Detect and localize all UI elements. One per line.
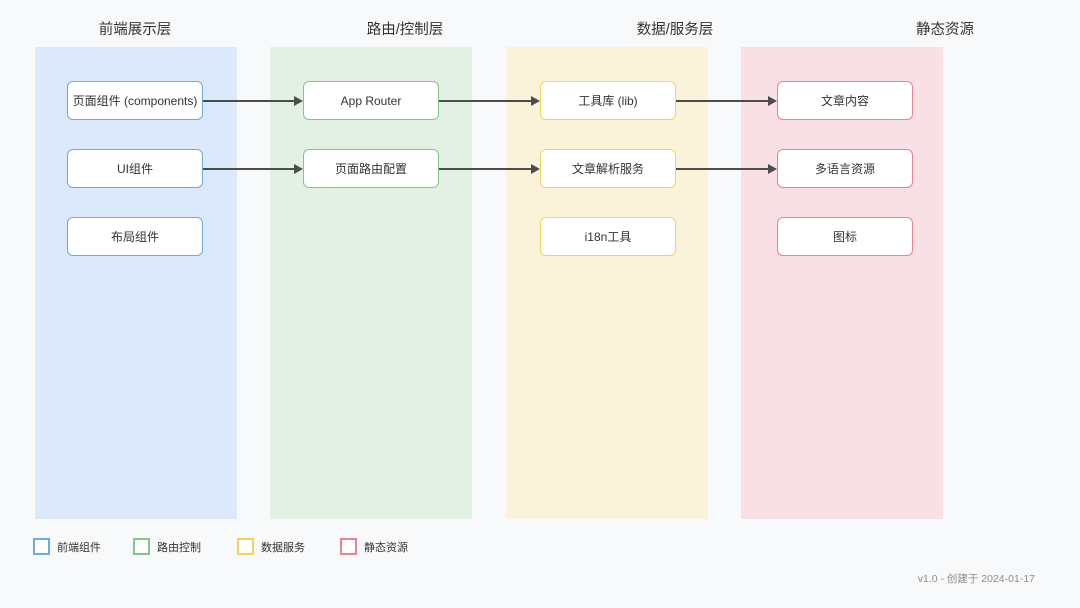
legend-swatch-green bbox=[133, 538, 150, 555]
arrow-route-config-to-parser bbox=[439, 163, 540, 174]
node-app-router: App Router bbox=[303, 81, 439, 120]
node-i18n-resources: 多语言资源 bbox=[777, 149, 913, 188]
legend-label: 路由控制 bbox=[157, 541, 201, 554]
legend-item-frontend: 前端组件 bbox=[33, 538, 101, 555]
legend-item-routing: 路由控制 bbox=[133, 538, 201, 555]
legend-label: 前端组件 bbox=[57, 541, 101, 554]
legend-swatch-blue bbox=[33, 538, 50, 555]
legend-label: 数据服务 bbox=[261, 541, 305, 554]
arrow-app-router-to-lib bbox=[439, 95, 540, 106]
node-lib-utils: 工具库 (lib) bbox=[540, 81, 676, 120]
legend-item-data: 数据服务 bbox=[237, 538, 305, 555]
legend-swatch-yellow bbox=[237, 538, 254, 555]
node-page-components: 页面组件 (components) bbox=[67, 81, 203, 120]
layer-panel-frontend bbox=[35, 47, 237, 519]
node-article-parser: 文章解析服务 bbox=[540, 149, 676, 188]
node-article-content: 文章内容 bbox=[777, 81, 913, 120]
layer-title-data: 数据/服务层 bbox=[636, 22, 714, 38]
legend-swatch-red bbox=[340, 538, 357, 555]
arrow-ui-components-to-route-config bbox=[203, 163, 303, 174]
legend-label: 静态资源 bbox=[364, 541, 408, 554]
layer-panel-data bbox=[506, 47, 708, 519]
layer-panel-static bbox=[741, 47, 943, 519]
layer-title-routing: 路由/控制层 bbox=[366, 22, 444, 38]
node-layout-components: 布局组件 bbox=[67, 217, 203, 256]
node-ui-components: UI组件 bbox=[67, 149, 203, 188]
arrow-lib-to-article-content bbox=[676, 95, 777, 106]
layer-title-static: 静态资源 bbox=[916, 22, 974, 38]
node-icons: 图标 bbox=[777, 217, 913, 256]
arrow-page-components-to-app-router bbox=[203, 95, 303, 106]
layer-panel-routing bbox=[270, 47, 472, 519]
node-route-config: 页面路由配置 bbox=[303, 149, 439, 188]
legend-item-static: 静态资源 bbox=[340, 538, 408, 555]
node-i18n-utils: i18n工具 bbox=[540, 217, 676, 256]
arrow-parser-to-i18n-resources bbox=[676, 163, 777, 174]
layer-title-frontend: 前端展示层 bbox=[98, 22, 172, 38]
version-note: v1.0 - 创建于 2024-01-17 bbox=[917, 573, 1035, 585]
